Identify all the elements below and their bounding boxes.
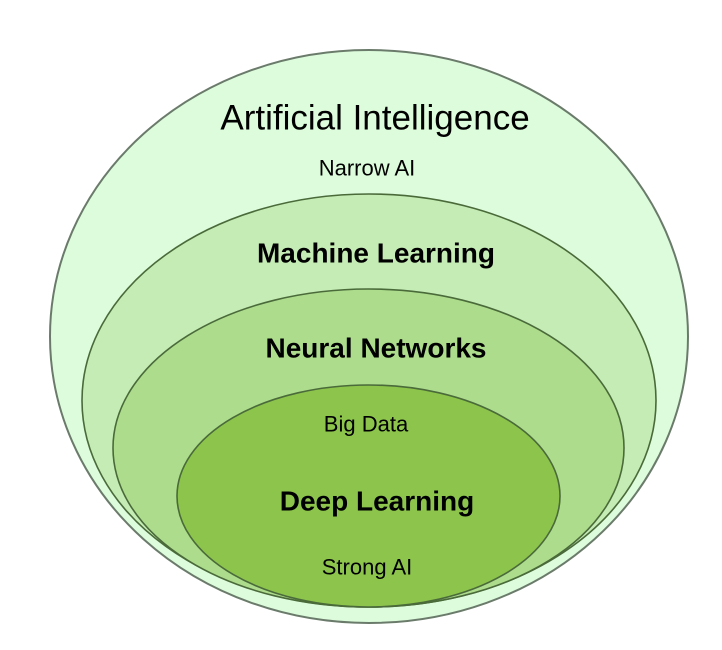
deep-learning-ellipse bbox=[176, 384, 561, 608]
big-data-label: Big Data bbox=[324, 412, 409, 437]
narrow-ai-label: Narrow AI bbox=[319, 156, 416, 181]
artificial-intelligence-label: Artificial Intelligence bbox=[220, 99, 529, 138]
neural-networks-label: Neural Networks bbox=[266, 333, 487, 364]
machine-learning-label: Machine Learning bbox=[257, 238, 495, 269]
deep-learning-label: Deep Learning bbox=[280, 486, 474, 517]
strong-ai-label: Strong AI bbox=[322, 555, 413, 580]
